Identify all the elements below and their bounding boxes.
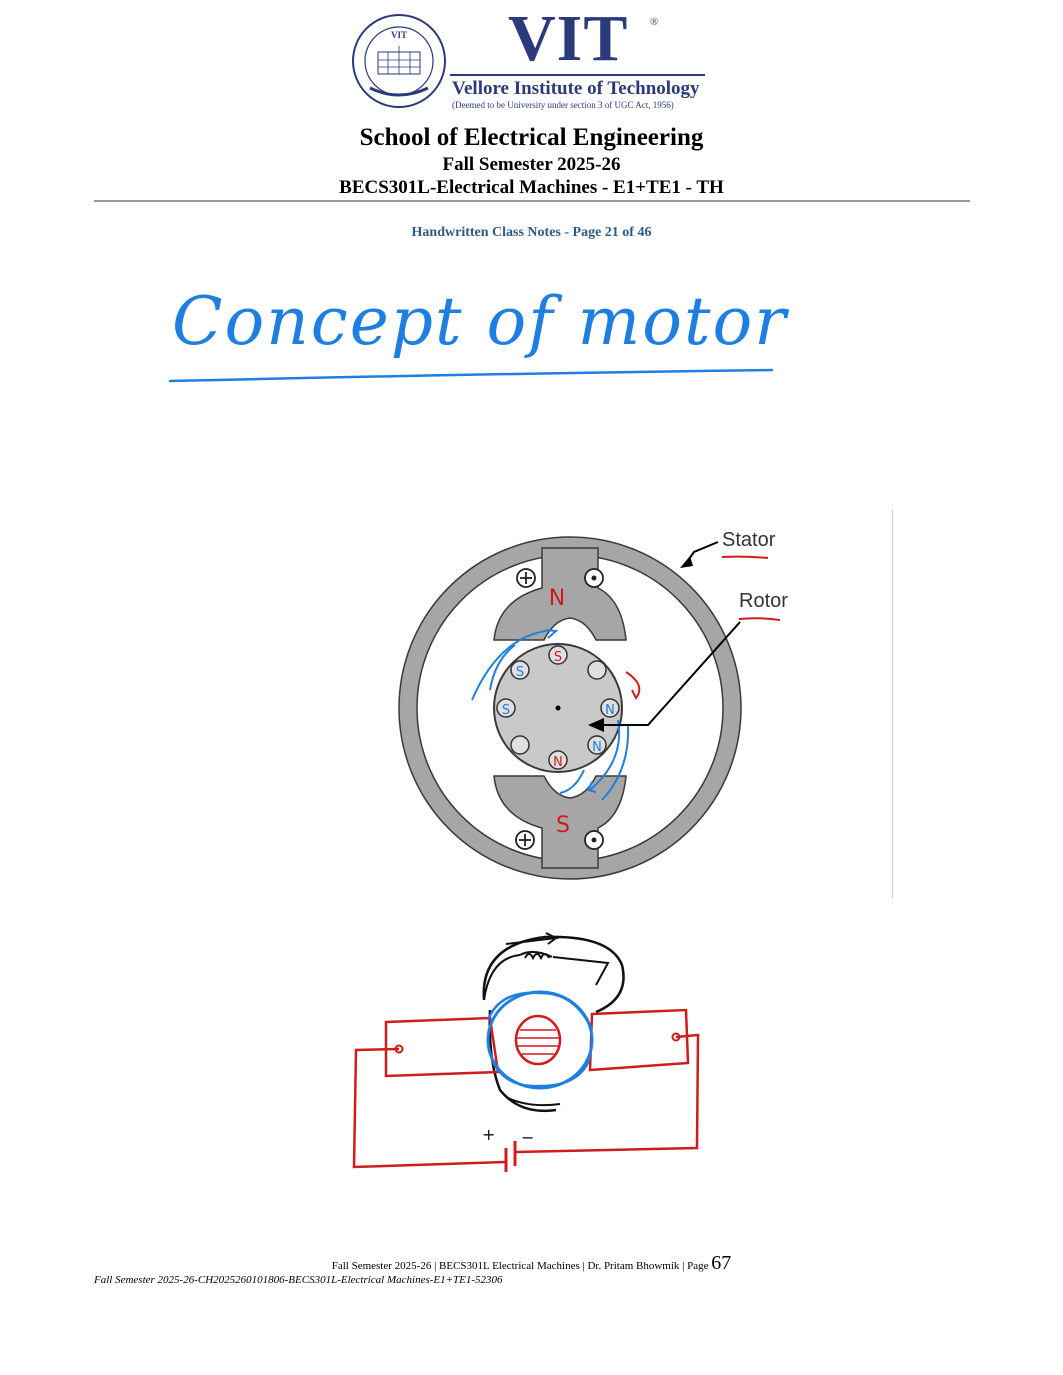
registered-mark: ® (650, 16, 659, 28)
rotor-label: Rotor (739, 590, 788, 612)
semester: Fall Semester 2025-26 (442, 154, 621, 175)
coil-plus-icon (516, 568, 536, 588)
stator-ring (399, 537, 741, 879)
coil-plus-icon (515, 830, 535, 850)
brand-rule (450, 74, 705, 76)
seal-text: VIT (391, 30, 407, 40)
page-label: Handwritten Class Notes - Page 21 of 46 (411, 225, 652, 240)
course-title: BECS301L-Electrical Machines - E1+TE1 - … (339, 177, 724, 198)
title-underline (168, 368, 774, 383)
page-number: 67 (711, 1252, 732, 1274)
footer-text: Fall Semester 2025-26 | BECS301L Electri… (331, 1260, 709, 1272)
rotor-mark: N (605, 703, 615, 718)
rotor-mark: N (553, 755, 563, 770)
rotor-slot (496, 698, 516, 718)
circuit-wire-left (352, 1047, 506, 1169)
rotor-mark: S (516, 665, 524, 680)
rotor-mark: N (592, 740, 602, 755)
circuit-wire-right (515, 1033, 700, 1154)
rotor-shaft (555, 705, 561, 711)
stator-underline (721, 555, 769, 559)
rotor-callout (600, 621, 741, 726)
school-name: School of Electrical Engineering (359, 124, 704, 151)
rotor-slot (587, 735, 607, 755)
vit-brand: VIT ® Vellore Institute of Technology (D… (450, 6, 710, 112)
coil-dot-icon (584, 568, 604, 588)
rotation-arrow-left (471, 629, 553, 701)
rotor-slot (510, 735, 530, 755)
brand-subtitle: (Deemed to be University under section 3… (452, 100, 674, 110)
handwritten-title-text: Concept of motor (172, 283, 789, 360)
rotor-core (514, 1014, 562, 1066)
brand-name: Vellore Institute of Technology (452, 78, 700, 99)
rotor-underline (738, 617, 781, 621)
magnet-left (384, 1016, 500, 1078)
battery-plus: + (482, 1125, 495, 1144)
rotation-arrow-right (589, 719, 621, 791)
header-divider (94, 200, 970, 202)
coil-dot-icon (584, 830, 604, 850)
rotor-slot (548, 645, 568, 665)
footer-meta: Fall Semester 2025-26-CH2025260101806-BE… (94, 1274, 503, 1286)
vit-seal-icon: VIT (352, 14, 446, 108)
rotor-mark: S (554, 650, 562, 665)
pole-top-label: N (549, 586, 565, 611)
rotor-slot (600, 698, 620, 718)
diagram-edge (892, 509, 893, 899)
rotor-mark: S (502, 703, 510, 718)
rotor-slot (510, 660, 530, 680)
footer: Fall Semester 2025-26 | BECS301L Electri… (0, 1252, 1063, 1275)
rotor-slot (587, 660, 607, 680)
handwritten-title: Concept of motor (168, 283, 789, 383)
pole-bottom-label: S (556, 813, 570, 838)
battery-minus: − (521, 1128, 534, 1147)
brand-wordmark: VIT (508, 2, 629, 75)
vit-logo: VIT VIT ® Vellore Institute of Technolog… (350, 6, 710, 112)
rotation-mark-red (625, 671, 641, 700)
armature-loop (482, 935, 625, 1014)
coil-icon (524, 953, 550, 961)
rotor-slot (548, 750, 568, 770)
current-arrow-icon (505, 932, 560, 945)
stator-label: Stator (722, 529, 776, 551)
